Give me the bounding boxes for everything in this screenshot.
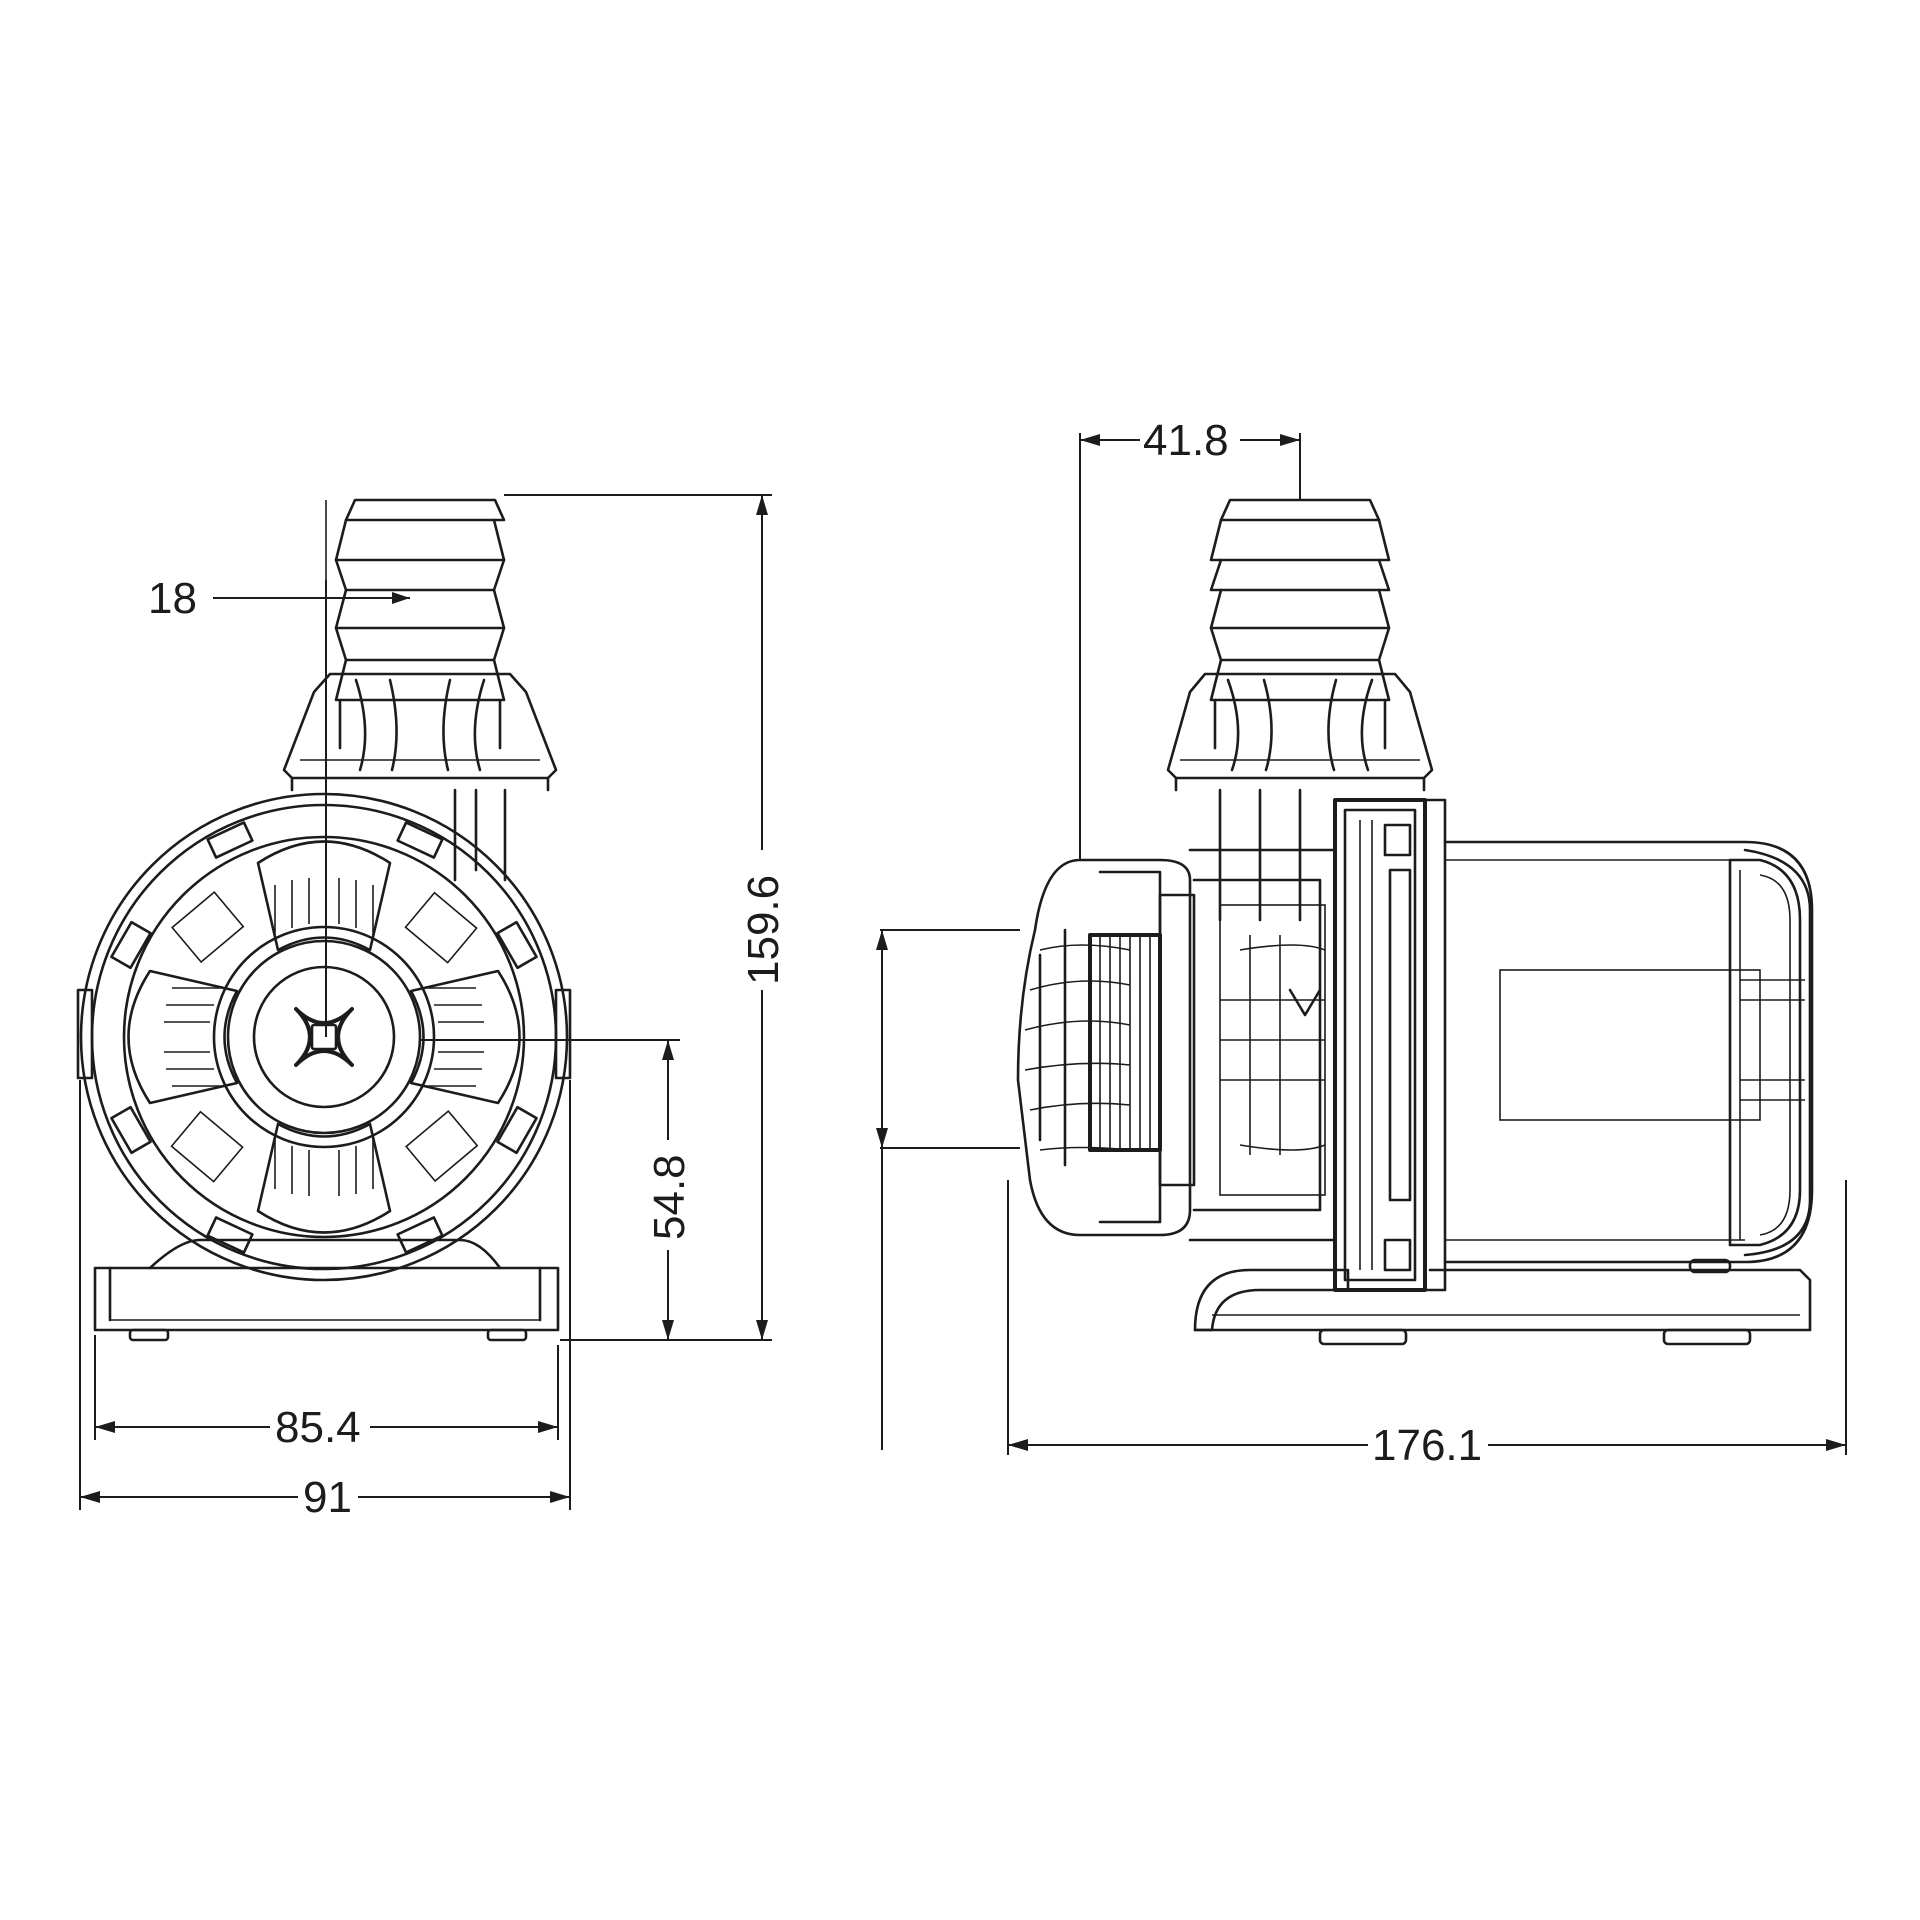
dim-outlet-to-front: 41.8 — [1079, 412, 1301, 860]
side-base — [1193, 1258, 1812, 1346]
front-view — [76, 498, 572, 1342]
dim-label-85-4: 85.4 — [275, 1403, 361, 1452]
dim-label-91: 91 — [303, 1473, 352, 1522]
side-view — [1016, 498, 1814, 1346]
side-motor-body — [1443, 840, 1814, 1264]
front-base — [93, 1238, 560, 1342]
dim-overall-width: 91 — [79, 1080, 571, 1522]
dim-base-width: 85.4 — [94, 1335, 559, 1452]
dim-label-159-6: 159.6 — [739, 875, 788, 985]
front-impeller-cover — [76, 792, 572, 1282]
dim-hose-barb-offset: 18 — [148, 574, 410, 1037]
dim-total-height: 159.6 — [504, 494, 788, 1341]
dim-inlet-extent — [876, 929, 1020, 1450]
front-union-nut — [282, 672, 558, 792]
front-hose-barb — [334, 498, 506, 750]
side-intake-cover — [1016, 858, 1196, 1237]
dim-label-54-8: 54.8 — [645, 1154, 694, 1240]
side-flange — [1333, 798, 1447, 1292]
dim-label-18: 18 — [148, 574, 197, 623]
dim-outlet-height: 54.8 — [420, 1039, 694, 1340]
dimension-annotations: 18 159.6 54.8 8 — [79, 412, 1847, 1522]
dim-overall-length: 176.1 — [1007, 1180, 1847, 1470]
dim-label-176-1: 176.1 — [1372, 1421, 1482, 1470]
dim-label-41-8: 41.8 — [1143, 416, 1229, 465]
side-volute — [1188, 848, 1337, 1242]
side-hose-barb — [1209, 498, 1391, 750]
side-union-nut — [1166, 672, 1434, 792]
